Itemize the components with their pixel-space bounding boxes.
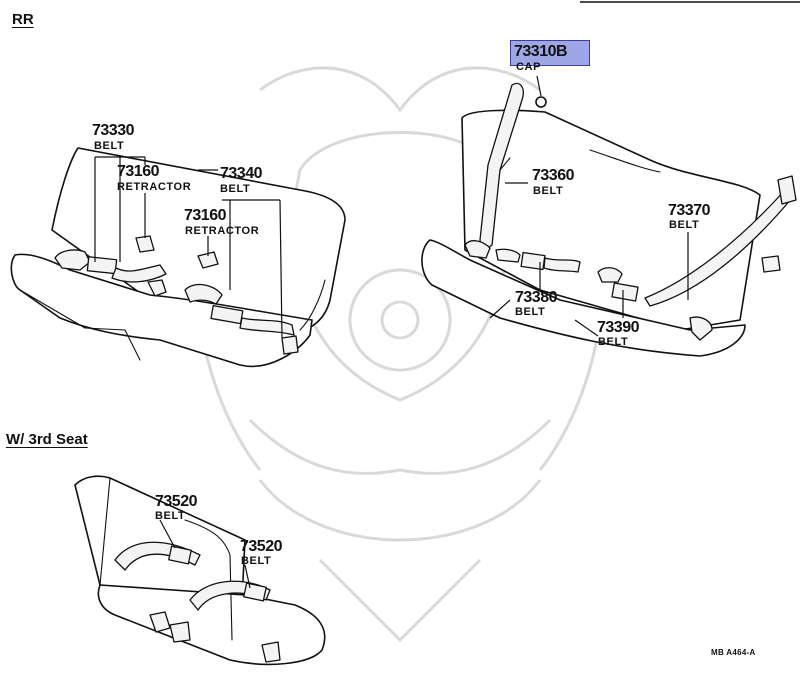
leader-lines-left <box>94 156 283 339</box>
belt-73520-a-art <box>114 541 201 643</box>
retractor-73160-a-art <box>135 235 155 253</box>
belt-73390-art <box>597 267 639 302</box>
section-title-third-seat: W/ 3rd Seat <box>6 431 88 448</box>
belt-73340-art <box>184 283 299 355</box>
part-number-73520-a[interactable]: 73520 <box>155 493 198 510</box>
part-number-73370[interactable]: 73370 <box>668 202 711 219</box>
belt-73370-art <box>644 175 797 341</box>
part-name-73330: BELT <box>94 140 125 152</box>
part-number-73160-a[interactable]: 73160 <box>117 163 160 180</box>
part-name-73520-a: BELT <box>155 510 186 522</box>
cap-73310b-art <box>535 96 547 108</box>
third-seat <box>74 475 326 666</box>
section-title-rear: RR <box>12 11 34 28</box>
part-name-73160-b: RETRACTOR <box>185 225 260 237</box>
part-number-73380[interactable]: 73380 <box>515 289 558 306</box>
part-name-73370: BELT <box>669 219 700 231</box>
part-number-73390[interactable]: 73390 <box>597 319 640 336</box>
highlight-box-73310b <box>510 40 590 66</box>
part-name-73520-b: BELT <box>241 555 272 567</box>
part-name-73310b: CAP <box>516 61 542 73</box>
part-name-73360: BELT <box>533 185 564 197</box>
part-name-73340: BELT <box>220 183 251 195</box>
part-number-73340[interactable]: 73340 <box>220 165 263 182</box>
rear-seat-left <box>10 147 346 368</box>
belt-73520-b-art <box>189 580 281 663</box>
part-name-73390: BELT <box>598 336 629 348</box>
part-number-73330[interactable]: 73330 <box>92 122 135 139</box>
part-number-73310b[interactable]: 73310B <box>514 43 568 60</box>
part-number-73520-b[interactable]: 73520 <box>240 538 283 555</box>
belt-73360-art <box>464 82 524 259</box>
rear-seat-right <box>421 109 761 357</box>
leader-lines-right <box>489 75 689 337</box>
part-name-73160-a: RETRACTOR <box>117 181 192 193</box>
part-number-73160-b[interactable]: 73160 <box>184 207 227 224</box>
part-number-73360[interactable]: 73360 <box>532 167 575 184</box>
figure-reference: MB A464-A <box>711 648 756 657</box>
leader-lines-third <box>159 519 251 589</box>
belt-73380-art <box>495 248 581 273</box>
retractor-73160-b-art <box>197 251 219 269</box>
part-name-73380: BELT <box>515 306 546 318</box>
